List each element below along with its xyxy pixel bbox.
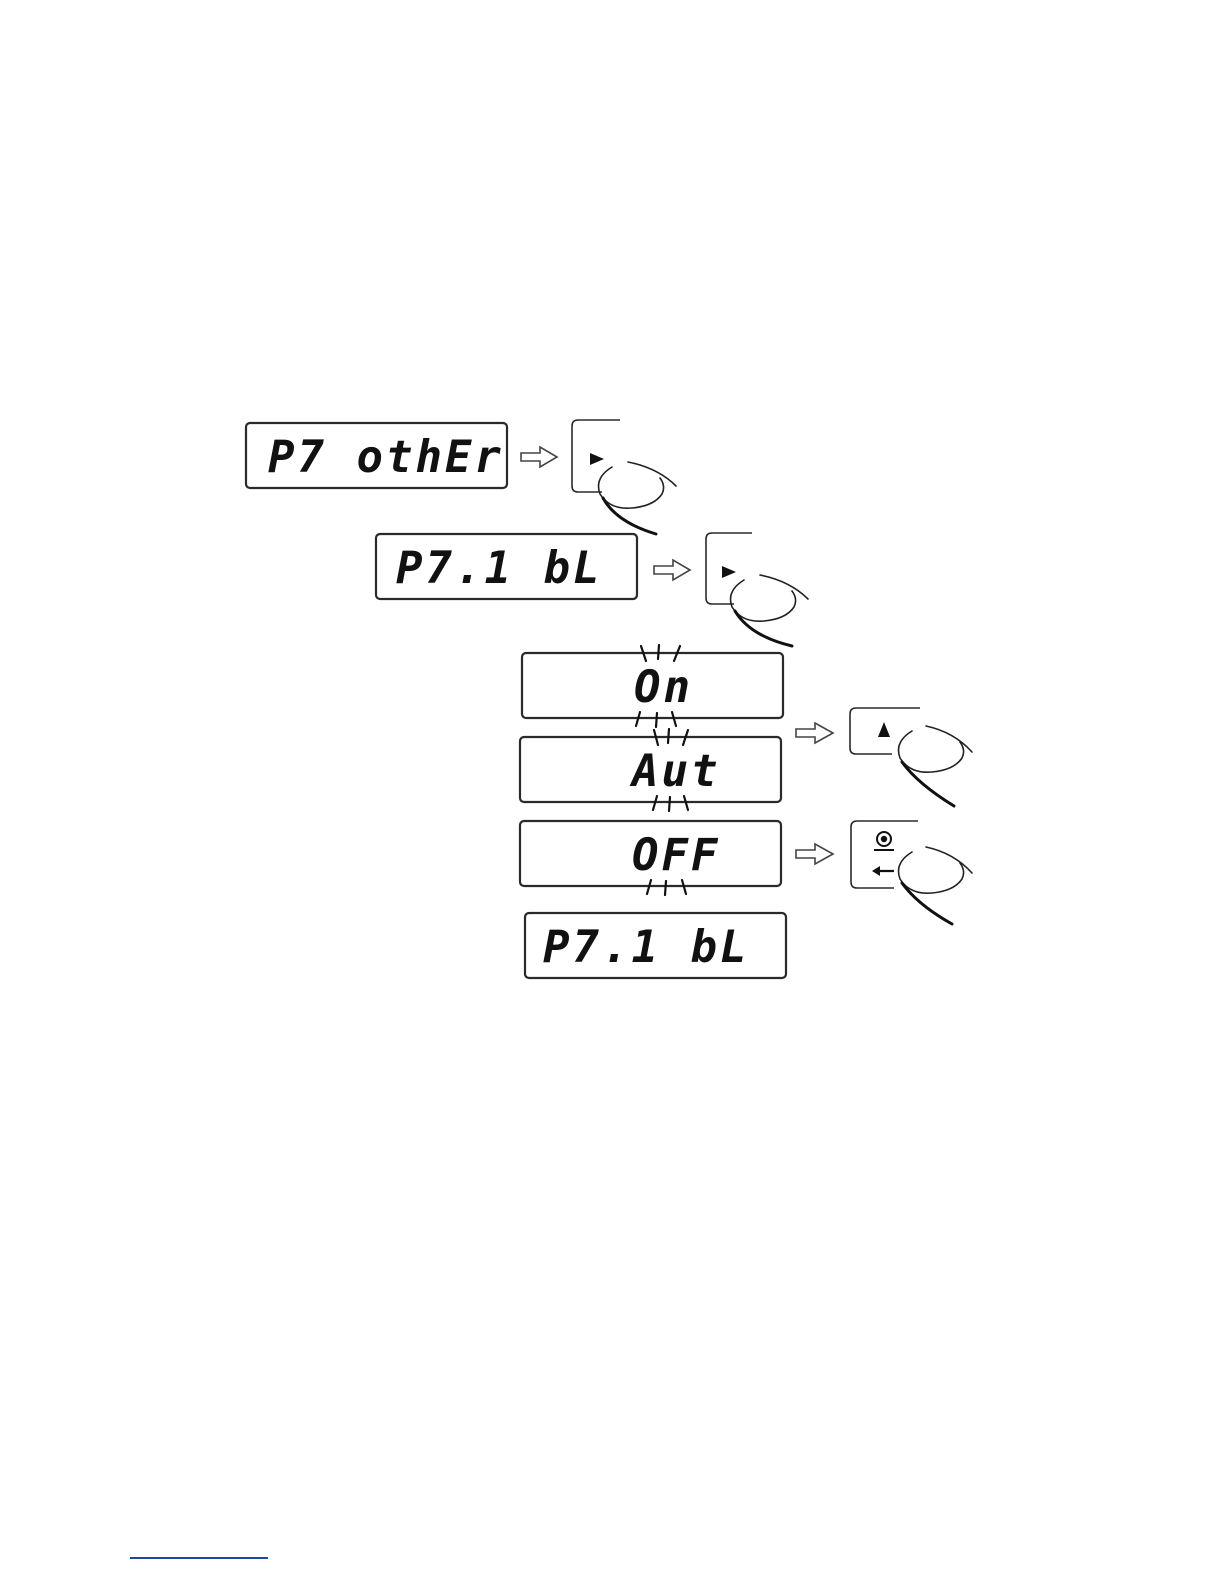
lcd-text-option-aut: Aut bbox=[629, 746, 720, 797]
right-key-2[interactable] bbox=[706, 533, 808, 646]
footer-rule bbox=[130, 1557, 268, 1559]
lcd-display-submenu-bl: P7.1 bL bbox=[376, 534, 637, 599]
lcd-text-menu-other: P7 othEr bbox=[268, 432, 504, 483]
lcd-text-option-off: OFF bbox=[632, 830, 720, 881]
lcd-display-option-off: OFF bbox=[520, 821, 781, 895]
flow-arrow-2 bbox=[654, 560, 690, 580]
lcd-text-submenu-bl-return: P7.1 bL bbox=[543, 922, 749, 973]
lcd-display-submenu-bl-return: P7.1 bL bbox=[525, 913, 786, 978]
lcd-display-menu-other: P7 othEr bbox=[246, 423, 507, 488]
finger-icon bbox=[731, 575, 809, 646]
finger-icon bbox=[899, 726, 973, 806]
flow-arrow-4 bbox=[796, 844, 833, 864]
lcd-display-option-aut: Aut bbox=[520, 729, 781, 811]
up-key[interactable] bbox=[850, 708, 972, 806]
finger-icon bbox=[599, 462, 677, 534]
lcd-text-submenu-bl: P7.1 bL bbox=[396, 543, 602, 594]
flow-arrow-3 bbox=[796, 723, 833, 743]
enter-key[interactable] bbox=[851, 821, 972, 924]
finger-icon bbox=[899, 847, 973, 924]
lcd-text-option-on: On bbox=[634, 662, 693, 713]
flow-arrow-1 bbox=[521, 447, 557, 467]
lcd-display-option-on: On bbox=[522, 645, 783, 727]
right-key-1[interactable] bbox=[572, 420, 676, 534]
